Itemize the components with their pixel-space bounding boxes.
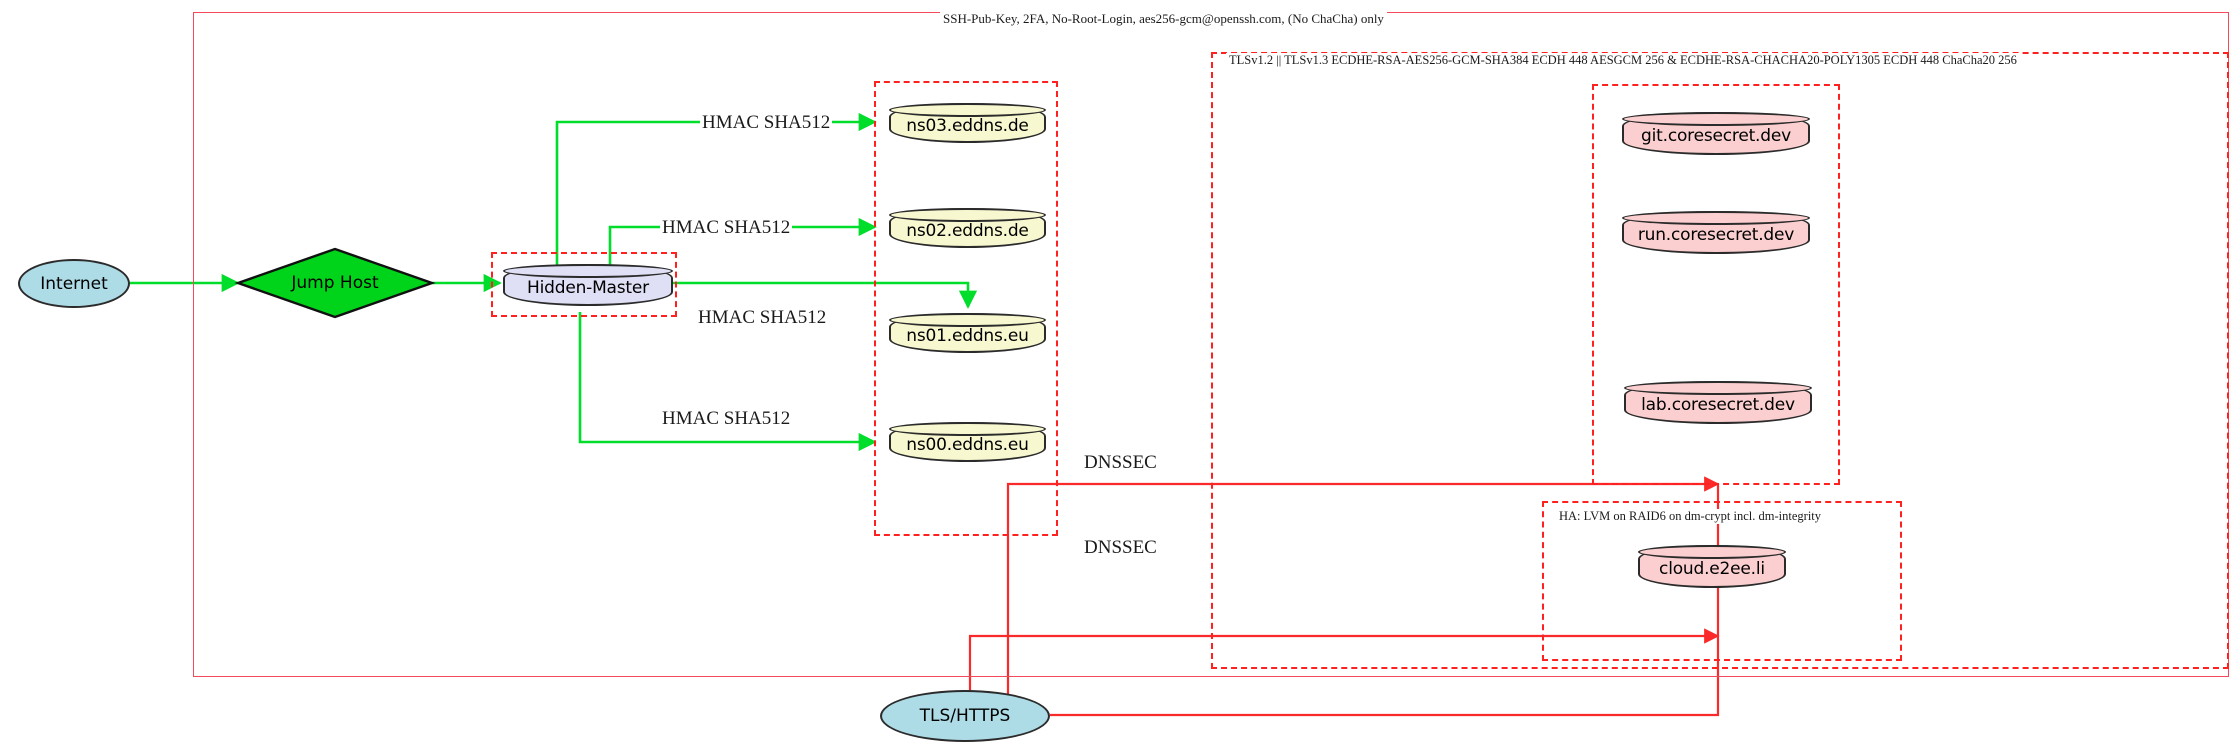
jump-host-diamond[interactable] (234, 247, 436, 319)
hidden-master-zone-boundary (491, 252, 677, 317)
node-internet[interactable]: Internet (18, 259, 130, 308)
node-ns02[interactable]: ns02.eddns.de (889, 208, 1046, 248)
node-ns01[interactable]: ns01.eddns.eu (889, 313, 1046, 353)
edge-label-hmac-ns03: HMAC SHA512 (700, 112, 833, 134)
node-tls-https-label: TLS/HTTPS (919, 706, 1011, 726)
edge-tls-to-ha (968, 628, 1720, 700)
node-cloud-e2ee-label: cloud.e2ee.li (1659, 559, 1765, 579)
node-ns03-label: ns03.eddns.de (906, 115, 1029, 136)
edge-tls-to-coresecret (1006, 476, 1720, 715)
node-lab-coresecret-label: lab.coresecret.dev (1641, 395, 1795, 415)
node-run-coresecret[interactable]: run.coresecret.dev (1622, 211, 1810, 254)
node-jump-host[interactable]: Jump Host (238, 249, 432, 317)
node-lab-coresecret[interactable]: lab.coresecret.dev (1624, 381, 1812, 424)
edge-hiddenmaster-to-ns00 (578, 312, 877, 452)
node-tls-https[interactable]: TLS/HTTPS (880, 690, 1050, 742)
node-ns02-label: ns02.eddns.de (906, 220, 1029, 241)
ha-zone-boundary (1542, 501, 1902, 661)
node-jump-host-label: Jump Host (291, 273, 379, 293)
node-ns03[interactable]: ns03.eddns.de (889, 103, 1046, 143)
node-internet-label: Internet (40, 273, 108, 294)
ssh-zone-label: SSH-Pub-Key, 2FA, No-Root-Login, aes256-… (940, 11, 1387, 27)
node-hidden-master-label: Hidden-Master (527, 277, 649, 298)
coresecret-zone-boundary (1592, 84, 1840, 485)
dns-zone-boundary (874, 81, 1058, 536)
node-git-coresecret-label: git.coresecret.dev (1641, 126, 1791, 146)
edge-hiddenmaster-to-ns01 (672, 281, 978, 309)
node-ns01-label: ns01.eddns.eu (906, 325, 1029, 346)
node-run-coresecret-label: run.coresecret.dev (1637, 225, 1795, 245)
edge-label-hmac-ns01: HMAC SHA512 (696, 307, 829, 329)
edge-label-hmac-ns00: HMAC SHA512 (660, 408, 793, 430)
ha-zone-label: HA: LVM on RAID6 on dm-crypt incl. dm-in… (1556, 509, 1825, 524)
node-git-coresecret[interactable]: git.coresecret.dev (1622, 112, 1810, 155)
edge-label-dnssec-upper: DNSSEC (1082, 452, 1159, 474)
edge-label-dnssec-lower: DNSSEC (1082, 537, 1159, 559)
tls-zone-label: TLSv1.2 || TLSv1.3 ECDHE-RSA-AES256-GCM-… (1226, 53, 2020, 68)
node-ns00[interactable]: ns00.eddns.eu (889, 422, 1046, 462)
node-cloud-e2ee[interactable]: cloud.e2ee.li (1638, 545, 1786, 588)
edge-label-hmac-ns02: HMAC SHA512 (660, 217, 793, 239)
node-ns00-label: ns00.eddns.eu (906, 434, 1029, 455)
node-hidden-master[interactable]: Hidden-Master (503, 264, 673, 306)
